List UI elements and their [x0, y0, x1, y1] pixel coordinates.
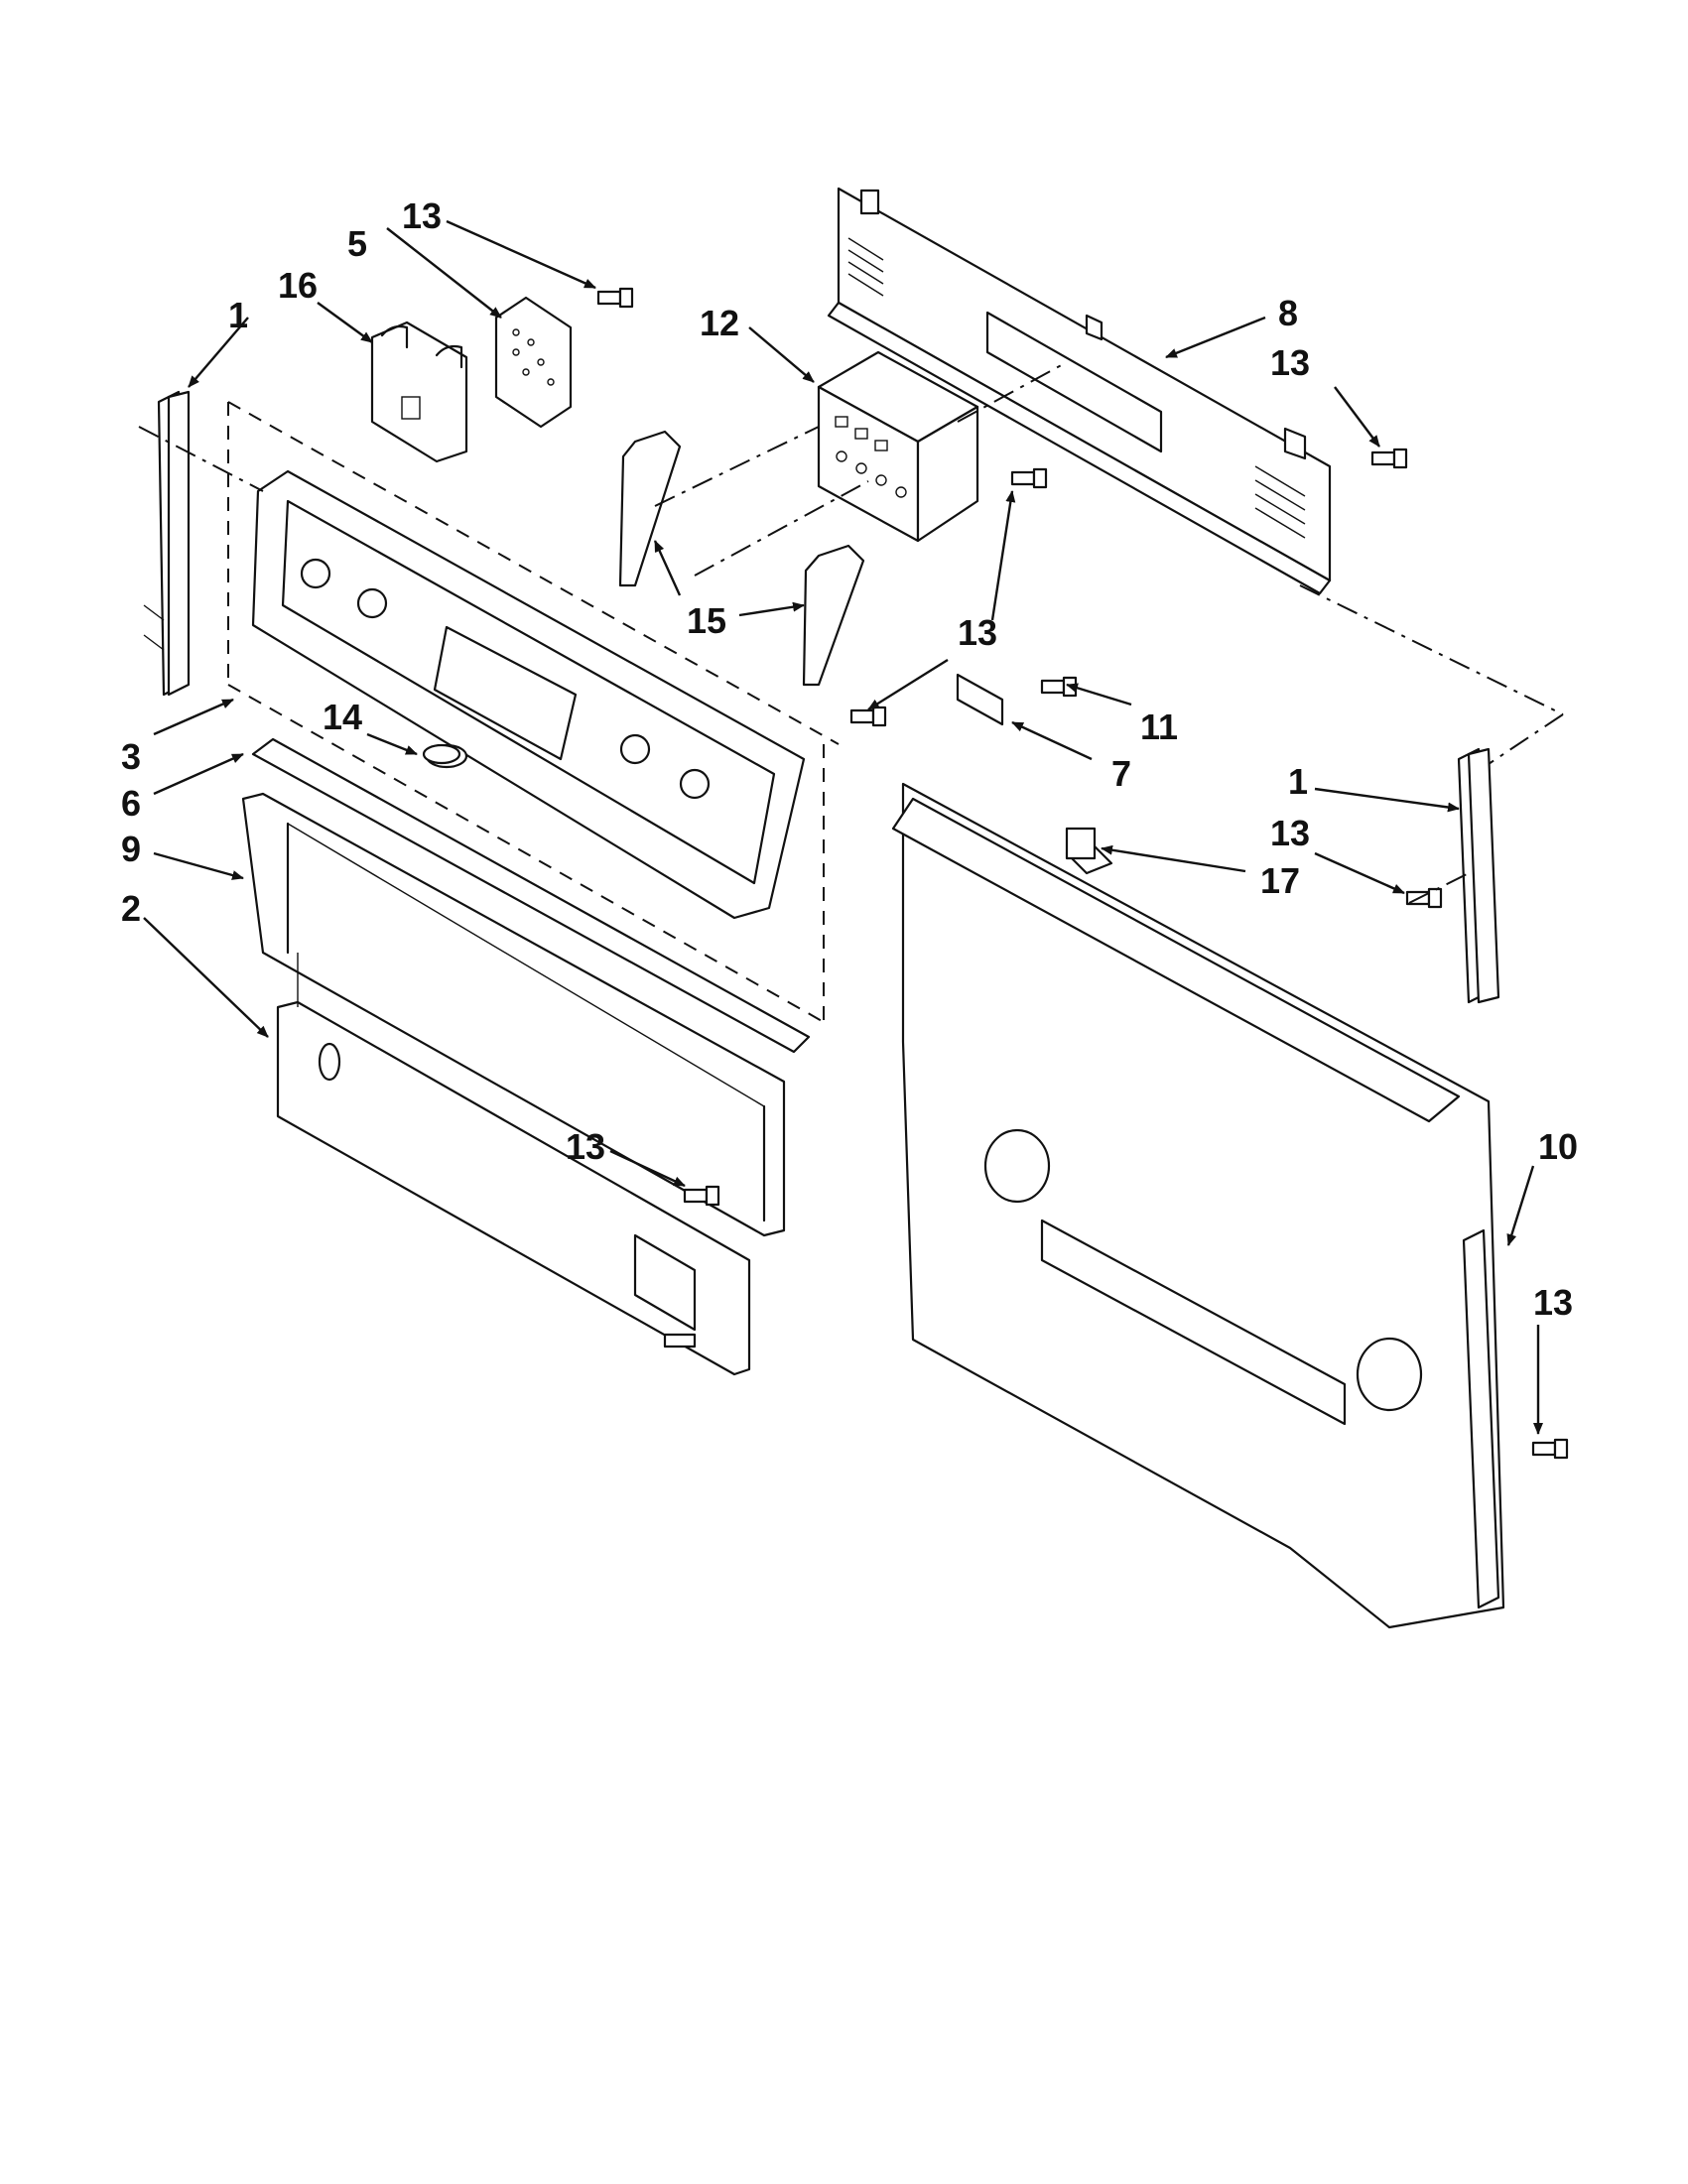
part-board	[494, 296, 573, 429]
assembly-lines	[138, 361, 1564, 1023]
callout-1-right: 1	[1288, 761, 1308, 802]
part-lower-frame	[241, 792, 786, 1237]
callout-12: 12	[700, 303, 739, 343]
callout-9: 9	[121, 829, 141, 869]
callout-6: 6	[121, 783, 141, 824]
part-badge	[422, 743, 461, 765]
callout-13-lower-right: 13	[1533, 1282, 1573, 1323]
callout-14: 14	[323, 697, 362, 737]
callout-15: 15	[687, 600, 726, 641]
leader-lines	[143, 219, 1543, 1435]
callout-13-lower-left: 13	[566, 1126, 605, 1167]
part-end-bracket-left	[143, 390, 191, 697]
callout-16: 16	[278, 265, 318, 306]
callout-5: 5	[347, 223, 367, 264]
callout-2: 2	[121, 888, 141, 929]
part-trim-pieces	[618, 430, 865, 687]
callout-11: 11	[1140, 707, 1178, 747]
part-end-bracket-right	[1457, 747, 1500, 1004]
callout-10: 10	[1538, 1126, 1578, 1167]
callout-13-mid: 13	[958, 612, 997, 653]
callout-13-top: 13	[402, 195, 442, 236]
callout-8: 8	[1278, 293, 1298, 333]
part-clip	[956, 673, 1004, 726]
callout-1-left: 1	[228, 295, 248, 335]
part-grommet	[1065, 827, 1097, 860]
callout-7: 7	[1111, 753, 1131, 794]
part-electronic-control	[817, 350, 979, 543]
callout-17: 17	[1260, 860, 1300, 901]
callout-3: 3	[121, 736, 141, 777]
callout-13-upper-right: 13	[1270, 342, 1310, 383]
callout-labels: 1 16 5 13 12 8 13 15 13 11 7 3 14 6 9 2 …	[121, 195, 1578, 1323]
callout-13-right: 13	[1270, 813, 1310, 853]
part-trim-strip	[251, 737, 811, 1054]
part-clip-bracket	[370, 321, 468, 463]
screws	[596, 287, 1569, 1460]
part-back-panel	[891, 782, 1505, 1629]
part-rear-bracket	[827, 187, 1332, 595]
